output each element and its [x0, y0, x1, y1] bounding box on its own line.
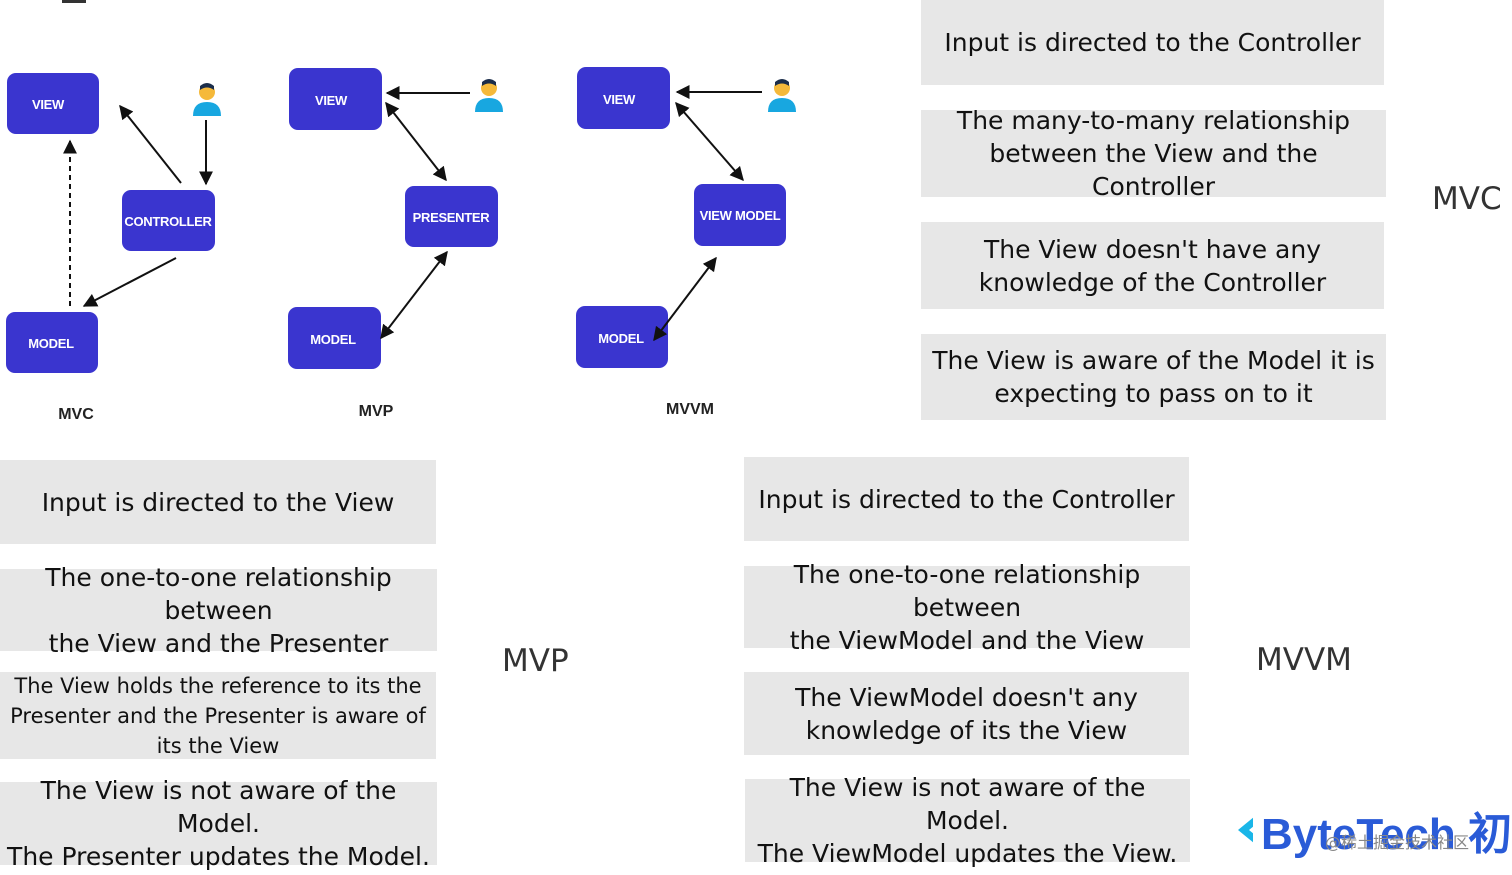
mvc-controller-node [122, 190, 215, 251]
mvvm-section-label: MVVM [1256, 642, 1352, 678]
brand-name: ByteTech 初 [1260, 810, 1512, 859]
mvc-user-icon [193, 83, 221, 116]
mvp-card-3: The View holds the reference to its the … [0, 672, 436, 759]
mvvm-arrow-viewmodel-model [653, 256, 717, 342]
mvc-diagram: VIEW CONTROLLER MODEL MVC [6, 73, 221, 423]
mvvm-viewmodel-node [694, 184, 786, 246]
mvp-presenter-label: PRESENTER [413, 210, 491, 225]
mvvm-arrow-view-viewmodel [675, 101, 744, 182]
mvp-caption: MVP [359, 403, 394, 420]
mvvm-card-3: The ViewModel doesn't any knowledge of i… [744, 672, 1189, 755]
mvc-controller-label: CONTROLLER [124, 214, 212, 229]
top-edge-mark [62, 0, 86, 3]
mvvm-card-1: Input is directed to the Controller [744, 457, 1189, 541]
mvp-view-label: VIEW [315, 93, 348, 108]
mvvm-caption: MVVM [666, 401, 714, 418]
mvc-card-3: The View doesn't have any knowledge of t… [921, 222, 1384, 309]
mvvm-user-icon [768, 79, 796, 112]
watermark-text: @稀土掘金技术社区 [1325, 833, 1470, 852]
mvc-section-label: MVC [1432, 181, 1502, 217]
mvvm-model-node [576, 306, 668, 368]
mvc-card-1: Input is directed to the Controller [921, 0, 1384, 85]
mvc-arrow-controller-view [119, 104, 182, 184]
mvp-arrow-presenter-model [380, 250, 448, 340]
mvp-arrow-view-presenter [385, 101, 447, 182]
mvp-card-2: The one-to-one relationship between the … [0, 563, 437, 658]
mvc-card-2: The many-to-many relationship between th… [921, 106, 1386, 201]
mvp-model-node [288, 307, 381, 369]
mvp-presenter-node [405, 186, 498, 247]
mvp-card-4: The View is not aware of the Model. The … [0, 776, 437, 871]
mvp-section-label: MVP [502, 643, 569, 679]
mvp-user-icon [475, 79, 503, 112]
mvvm-view-label: VIEW [603, 92, 636, 107]
mvvm-card-4: The View is not aware of the Model. The … [745, 773, 1190, 868]
mvp-model-label: MODEL [310, 332, 356, 347]
mvc-view-label: VIEW [32, 97, 65, 112]
mvc-model-label: MODEL [28, 336, 74, 351]
mvvm-model-label: MODEL [598, 331, 644, 346]
mvvm-view-node [577, 67, 670, 129]
mvc-card-4: The View is aware of the Model it is exp… [921, 334, 1386, 420]
mvp-card-1: Input is directed to the View [0, 460, 436, 544]
mvvm-diagram: VIEW VIEW MODEL MODEL MVVM [576, 67, 796, 418]
mvvm-card-2: The one-to-one relationship between the … [744, 560, 1190, 655]
architecture-diagrams: VIEW CONTROLLER MODEL MVC VIEW PRESENTER… [6, 67, 796, 423]
mvp-view-node [289, 68, 382, 130]
mvc-arrow-controller-model [82, 257, 177, 307]
mvc-view-node [7, 73, 99, 134]
mvc-model-node [6, 312, 98, 373]
mvp-diagram: VIEW PRESENTER MODEL MVP [288, 68, 503, 420]
bytetech-logo-icon [1238, 817, 1253, 843]
bytetech-brand: ByteTech 初 [1234, 800, 1512, 860]
mvvm-viewmodel-label: VIEW MODEL [700, 208, 781, 223]
mvc-caption: MVC [58, 406, 94, 423]
